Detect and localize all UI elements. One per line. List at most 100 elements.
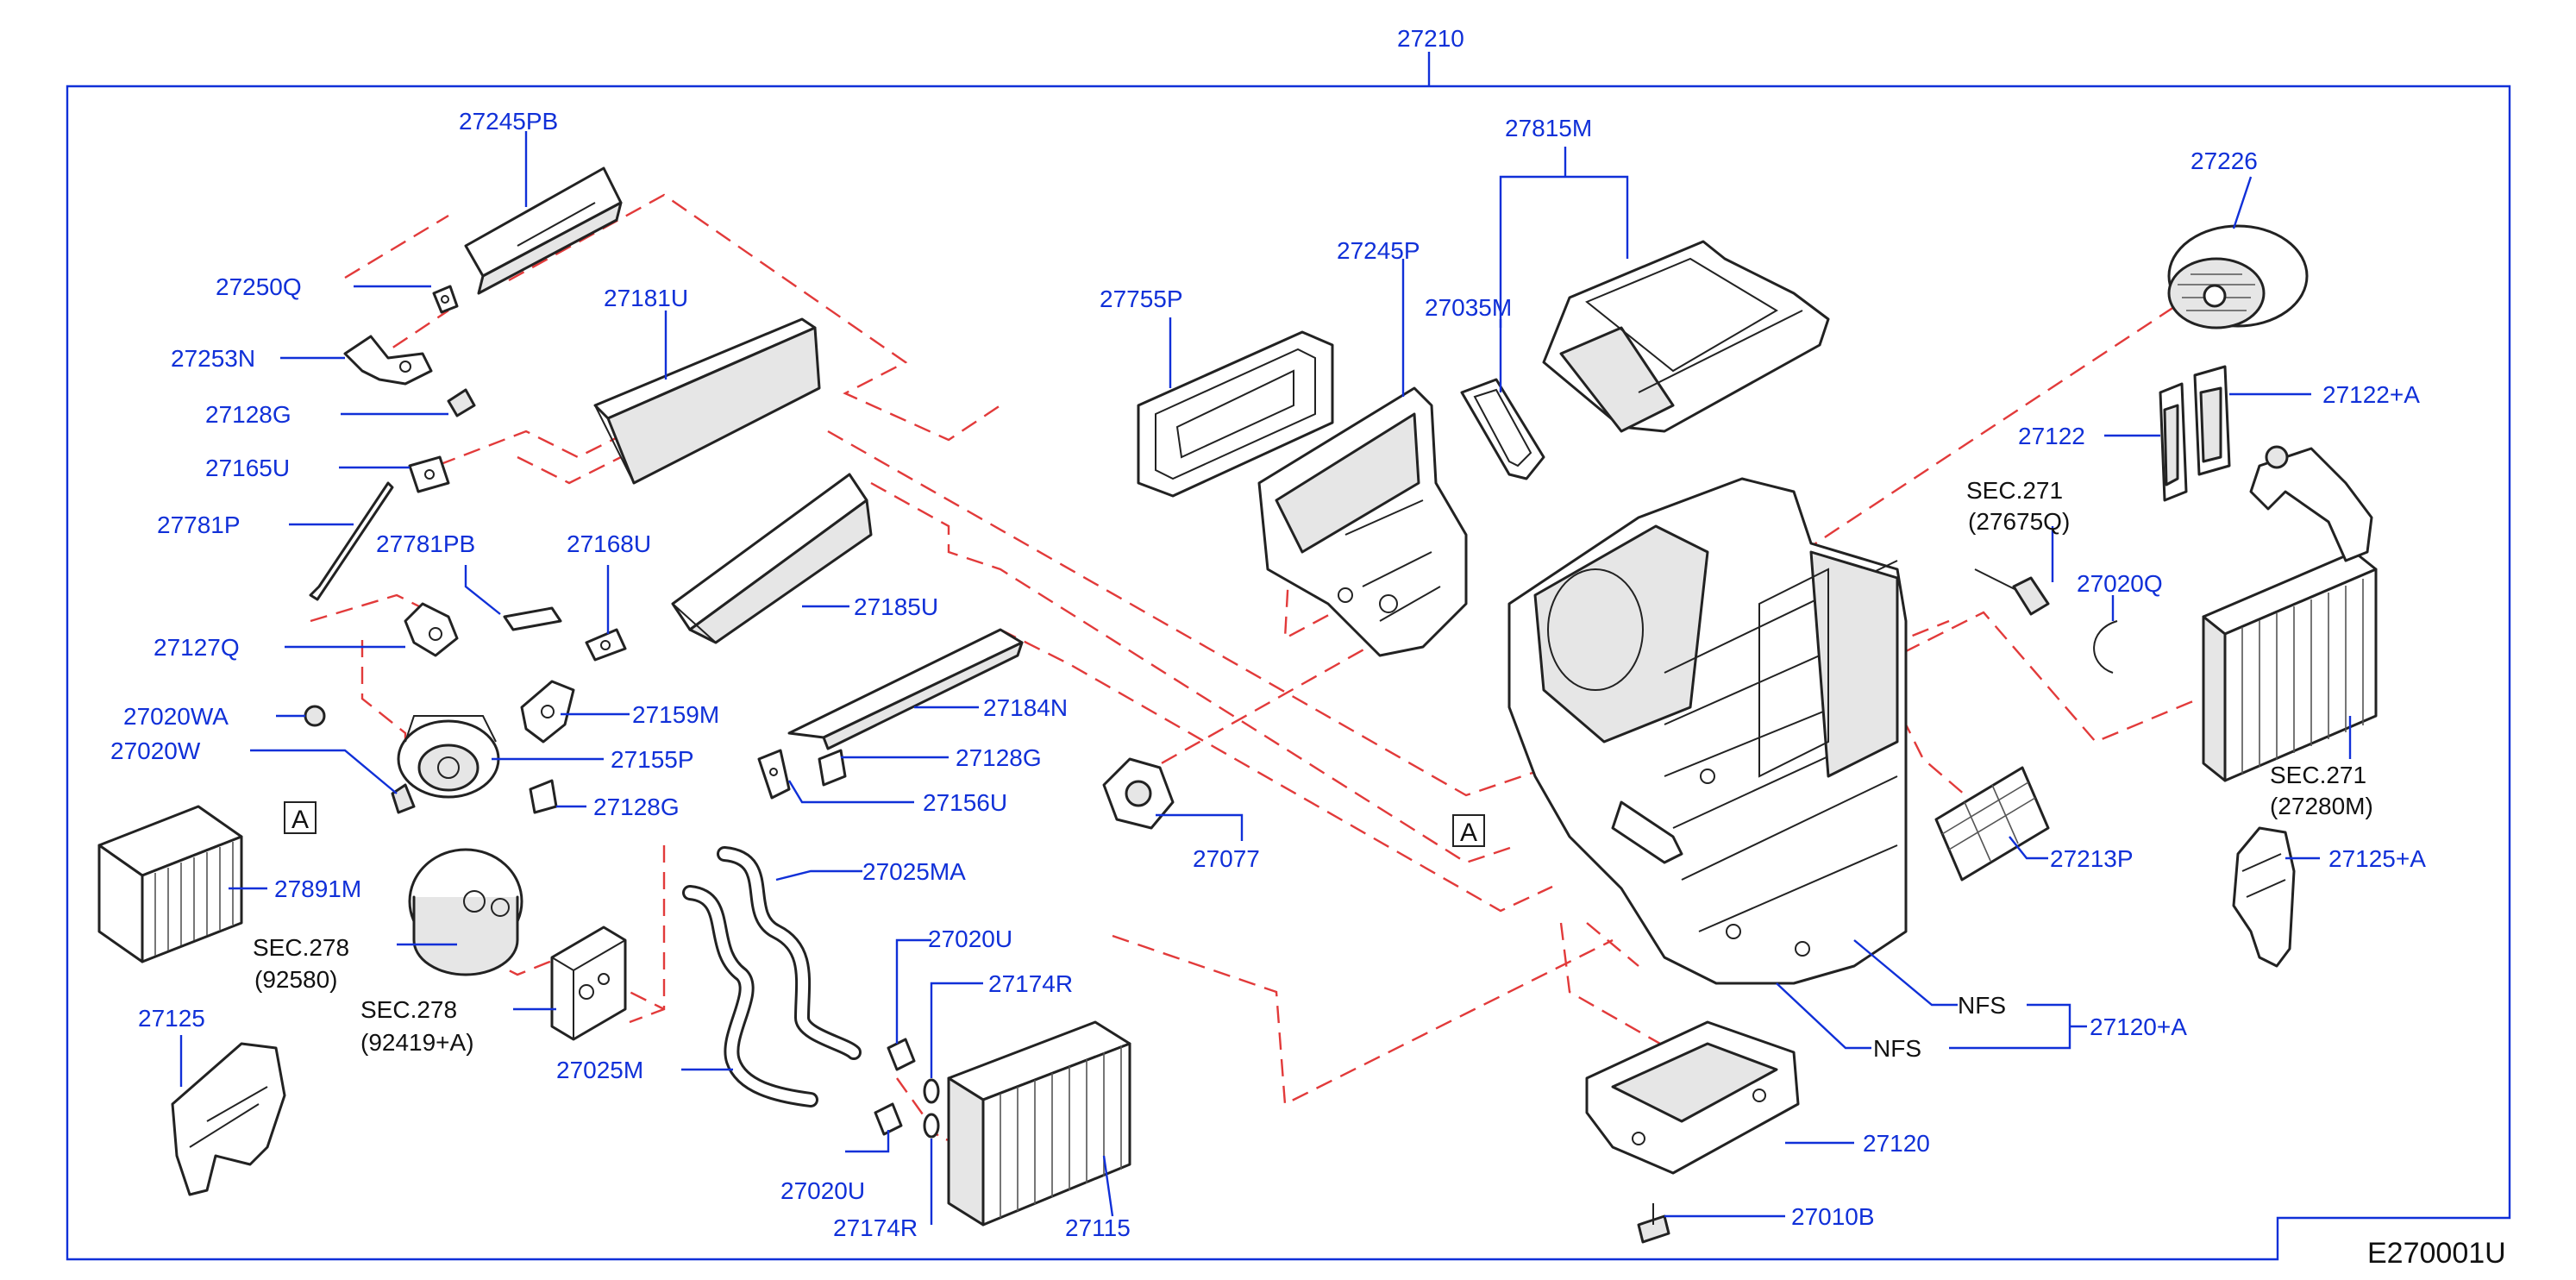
callout-27165u[interactable]: 27165U — [205, 455, 290, 481]
callout-27120[interactable]: 27120 — [1863, 1130, 1930, 1157]
callout-27128g-b[interactable]: 27128G — [593, 794, 680, 820]
callout-27020u-a[interactable]: 27020U — [928, 925, 1012, 952]
assembly-frame — [66, 52, 2511, 1261]
part-27155p-illustration — [397, 715, 500, 799]
ref-box-a-left: A — [284, 801, 317, 834]
callout-27815m[interactable]: 27815M — [1505, 115, 1592, 141]
callout-27122[interactable]: 27122 — [2018, 423, 2085, 449]
part-27010b-illustration — [1637, 1203, 1670, 1244]
callout-27125a[interactable]: 27125+A — [2328, 845, 2426, 872]
callout-27245pb[interactable]: 27245PB — [459, 108, 558, 135]
part-27127q-illustration — [404, 602, 459, 657]
part-sec271-27675q-illustration — [1974, 568, 2050, 616]
part-27125a-illustration — [2232, 826, 2296, 968]
ref-box-a-left-letter: A — [291, 806, 309, 834]
part-27226-illustration — [2167, 224, 2309, 329]
sec271-a-line2[interactable]: (27675Q) — [1968, 508, 2070, 535]
sec271-a-line1[interactable]: SEC.271 — [1966, 477, 2063, 504]
part-27020u-b-illustration — [874, 1102, 903, 1136]
callout-27020u-b[interactable]: 27020U — [780, 1177, 865, 1204]
sec278-b-line2[interactable]: (92419+A) — [360, 1029, 474, 1056]
part-27156u-illustration — [757, 749, 791, 800]
part-27174r-a-illustration — [923, 1078, 940, 1104]
callout-27025m[interactable]: 27025M — [556, 1057, 643, 1083]
part-27128g-a-illustration — [447, 388, 476, 417]
part-27253n-illustration — [343, 335, 433, 386]
part-27250q-illustration — [432, 285, 459, 314]
callout-27128g-a[interactable]: 27128G — [205, 401, 291, 428]
callout-27128g-c[interactable]: 27128G — [956, 744, 1042, 771]
callout-27077[interactable]: 27077 — [1193, 845, 1260, 872]
nfs-lower[interactable]: NFS — [1873, 1035, 1921, 1062]
callout-27213p[interactable]: 27213P — [2050, 845, 2134, 872]
part-27020w-illustration — [391, 783, 416, 814]
sec278-a-line2[interactable]: (92580) — [254, 966, 338, 993]
callout-27781p[interactable]: 27781P — [157, 511, 241, 538]
part-27185u-illustration — [671, 473, 873, 644]
part-27128g-b-illustration — [529, 779, 558, 814]
part-27184n-illustration — [787, 628, 1024, 750]
callout-27755p[interactable]: 27755P — [1100, 285, 1183, 312]
callout-27127q[interactable]: 27127Q — [154, 634, 240, 661]
sec278-a-line1[interactable]: SEC.278 — [253, 934, 349, 961]
ref-box-a-center: A — [1452, 814, 1485, 847]
callout-27184n[interactable]: 27184N — [983, 694, 1068, 721]
callout-27181u[interactable]: 27181U — [604, 285, 688, 311]
callout-27125[interactable]: 27125 — [138, 1005, 205, 1032]
callout-27010b[interactable]: 27010B — [1791, 1203, 1875, 1230]
part-heater-unit-illustration — [1507, 477, 1908, 985]
part-27168u-illustration — [585, 628, 627, 662]
callout-27020wa[interactable]: 27020WA — [123, 703, 229, 730]
part-27020q-illustration — [2093, 620, 2118, 674]
callout-27156u[interactable]: 27156U — [923, 789, 1007, 816]
part-27020u-a-illustration — [887, 1038, 916, 1071]
part-sec278-92580-illustration — [408, 848, 523, 976]
callout-27122a[interactable]: 27122+A — [2322, 381, 2420, 408]
part-27165u-illustration — [408, 455, 450, 493]
part-27125-illustration — [171, 1042, 286, 1196]
sec278-b-line1[interactable]: SEC.278 — [360, 996, 457, 1023]
callout-27035m[interactable]: 27035M — [1425, 294, 1512, 321]
part-27035m-illustration — [1460, 378, 1545, 480]
sec271-b-line1[interactable]: SEC.271 — [2270, 762, 2366, 788]
callout-27185u[interactable]: 27185U — [854, 593, 938, 620]
callout-27781pb[interactable]: 27781PB — [376, 530, 475, 557]
callout-27253n[interactable]: 27253N — [171, 345, 255, 372]
ref-box-a-center-letter: A — [1460, 819, 1477, 847]
part-27115-illustration — [947, 1020, 1131, 1227]
callout-27115[interactable]: 27115 — [1065, 1214, 1131, 1241]
callout-27020q[interactable]: 27020Q — [2077, 570, 2163, 597]
callout-27174r-a[interactable]: 27174R — [988, 970, 1073, 997]
part-27781pb-illustration — [503, 606, 562, 631]
part-27077-illustration — [1102, 757, 1175, 830]
callout-27120a[interactable]: 27120+A — [2090, 1013, 2187, 1040]
nfs-upper[interactable]: NFS — [1958, 992, 2006, 1019]
part-27891m-illustration — [97, 805, 243, 963]
callout-27226[interactable]: 27226 — [2191, 147, 2258, 174]
callout-27020w[interactable]: 27020W — [110, 737, 201, 764]
part-27128g-c-illustration — [818, 749, 847, 787]
part-evaporator-illustration — [2202, 445, 2378, 782]
part-27159m-illustration — [520, 680, 575, 744]
part-27122-illustration — [2159, 365, 2231, 502]
callout-27210[interactable]: 27210 — [1397, 25, 1464, 52]
callout-27891m[interactable]: 27891M — [274, 875, 361, 902]
callout-27155p[interactable]: 27155P — [611, 746, 694, 773]
part-27213p-illustration — [1934, 766, 2050, 882]
sec271-b-line2[interactable]: (27280M) — [2270, 793, 2373, 819]
part-27781p-illustration — [309, 481, 394, 601]
part-27245pb-illustration — [464, 166, 623, 295]
callout-27174r-b[interactable]: 27174R — [833, 1214, 918, 1241]
callout-27159m[interactable]: 27159M — [632, 701, 719, 728]
part-27020wa-illustration — [304, 705, 326, 727]
diagram-code: E270001U — [2367, 1237, 2506, 1270]
part-27181u-illustration — [593, 317, 821, 485]
callout-27168u[interactable]: 27168U — [567, 530, 651, 557]
callout-27025ma[interactable]: 27025MA — [862, 858, 966, 885]
callout-27250q[interactable]: 27250Q — [216, 273, 302, 300]
part-27755p-illustration — [1137, 330, 1334, 498]
callout-27245p[interactable]: 27245P — [1337, 237, 1420, 264]
part-27120-illustration — [1585, 1020, 1800, 1175]
part-sec278-92419a-illustration — [550, 925, 627, 1041]
